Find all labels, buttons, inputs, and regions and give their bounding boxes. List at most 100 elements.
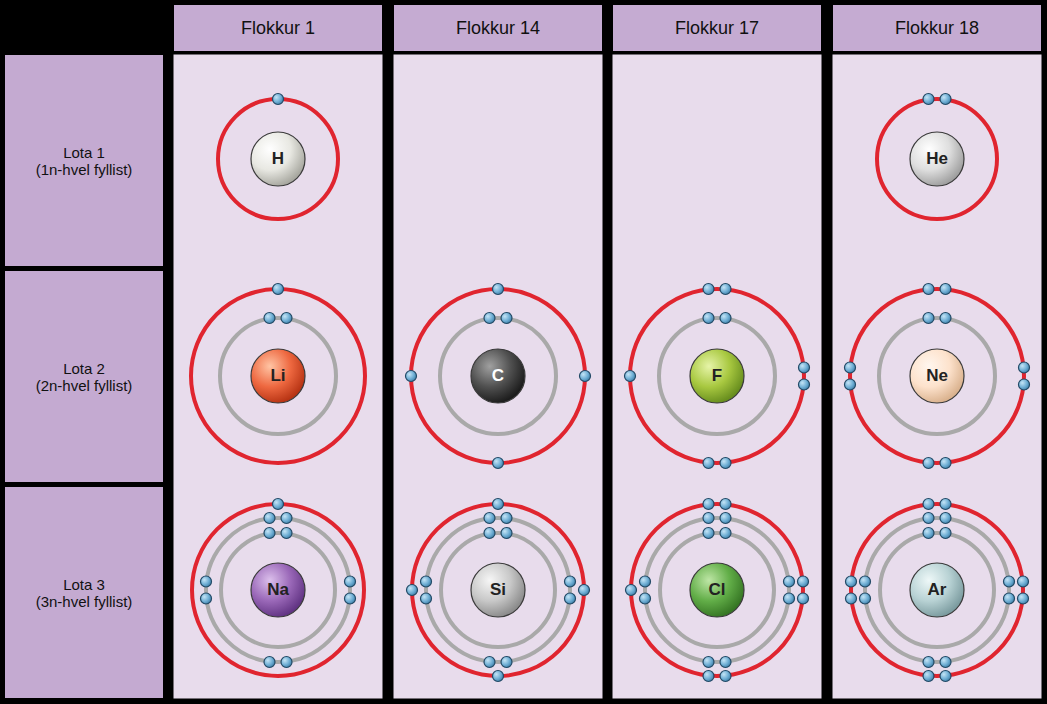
electron	[940, 671, 951, 682]
column-panel	[393, 54, 603, 699]
electron-shell	[412, 504, 584, 676]
atom-nucleus: Si	[470, 562, 526, 618]
element-symbol: H	[272, 149, 284, 169]
electron	[798, 576, 809, 587]
electron	[421, 593, 432, 604]
period-label: (1n-hvel fyllist)	[36, 161, 133, 178]
electron-shell	[880, 533, 994, 647]
electron-shell	[206, 518, 350, 662]
nucleus-circle	[690, 563, 744, 617]
column-panel	[173, 54, 383, 699]
electron-shell	[440, 318, 556, 434]
electron	[565, 576, 576, 587]
atom-nucleus: He	[909, 131, 965, 187]
electron	[923, 528, 934, 539]
electron	[565, 593, 576, 604]
electron	[501, 657, 512, 668]
electron	[281, 513, 292, 524]
element-symbol: Li	[270, 366, 285, 386]
group-label: Flokkur 18	[895, 18, 979, 39]
element-symbol: C	[492, 366, 504, 386]
electron	[501, 528, 512, 539]
electron	[281, 657, 292, 668]
electron	[923, 499, 934, 510]
electron	[264, 657, 275, 668]
electron	[720, 528, 731, 539]
electron	[580, 371, 591, 382]
electron	[720, 284, 731, 295]
nucleus-circle	[471, 563, 525, 617]
electron	[703, 528, 714, 539]
element-symbol: Ar	[928, 580, 947, 600]
electron	[1019, 362, 1030, 373]
electron-shell	[877, 99, 997, 219]
electron	[703, 499, 714, 510]
electron	[784, 593, 795, 604]
atom-nucleus: F	[689, 348, 745, 404]
electron-shell	[220, 318, 336, 434]
electron-shell	[411, 289, 585, 463]
period-label: (2n-hvel fyllist)	[36, 377, 133, 394]
group-header-box: Flokkur 14	[394, 5, 602, 51]
electron-shell	[660, 533, 774, 647]
electron-shell	[441, 533, 555, 647]
group-header-box: Flokkur 1	[174, 5, 382, 51]
electron	[923, 458, 934, 469]
electron	[703, 284, 714, 295]
electron-shell	[630, 289, 804, 463]
electron	[923, 657, 934, 668]
electron	[720, 671, 731, 682]
period-label-box: Lota 2(2n-hvel fyllist)	[5, 271, 163, 482]
electron	[640, 576, 651, 587]
electron	[264, 313, 275, 324]
electron	[860, 576, 871, 587]
electron	[406, 371, 417, 382]
period-label-box: Lota 1(1n-hvel fyllist)	[5, 55, 163, 266]
electron	[201, 593, 212, 604]
electron	[940, 94, 951, 105]
nucleus-circle	[251, 349, 305, 403]
electron-shell	[221, 533, 335, 647]
nucleus-circle	[251, 132, 305, 186]
electron	[703, 657, 714, 668]
electron-shell	[659, 318, 775, 434]
electron	[703, 671, 714, 682]
electron	[720, 513, 731, 524]
electron	[845, 362, 856, 373]
electron	[940, 284, 951, 295]
electron	[720, 499, 731, 510]
electron	[923, 513, 934, 524]
column-panel	[612, 54, 822, 699]
electron	[626, 585, 637, 596]
atom-nucleus: H	[250, 131, 306, 187]
electron	[1018, 593, 1029, 604]
electron	[201, 576, 212, 587]
electron	[940, 657, 951, 668]
electron	[784, 576, 795, 587]
electron-shell	[191, 289, 365, 463]
electron	[421, 576, 432, 587]
electron	[799, 362, 810, 373]
electron	[281, 528, 292, 539]
electron	[703, 313, 714, 324]
electron-shell	[631, 504, 803, 676]
electron	[720, 313, 731, 324]
period-label: Lota 2	[63, 360, 105, 377]
electron-shells	[191, 94, 1030, 682]
electron-shell	[218, 99, 338, 219]
nucleus-circle	[910, 563, 964, 617]
electron-shell	[851, 504, 1023, 676]
electron	[407, 585, 418, 596]
electron	[264, 528, 275, 539]
electron	[798, 593, 809, 604]
atom-nucleus: Li	[250, 348, 306, 404]
element-symbol: Si	[490, 580, 506, 600]
group-label: Flokkur 1	[241, 18, 315, 39]
nucleus-circle	[910, 349, 964, 403]
electron	[846, 576, 857, 587]
electron	[923, 94, 934, 105]
nucleus-circle	[910, 132, 964, 186]
electron	[720, 657, 731, 668]
electron	[484, 313, 495, 324]
electron	[940, 528, 951, 539]
